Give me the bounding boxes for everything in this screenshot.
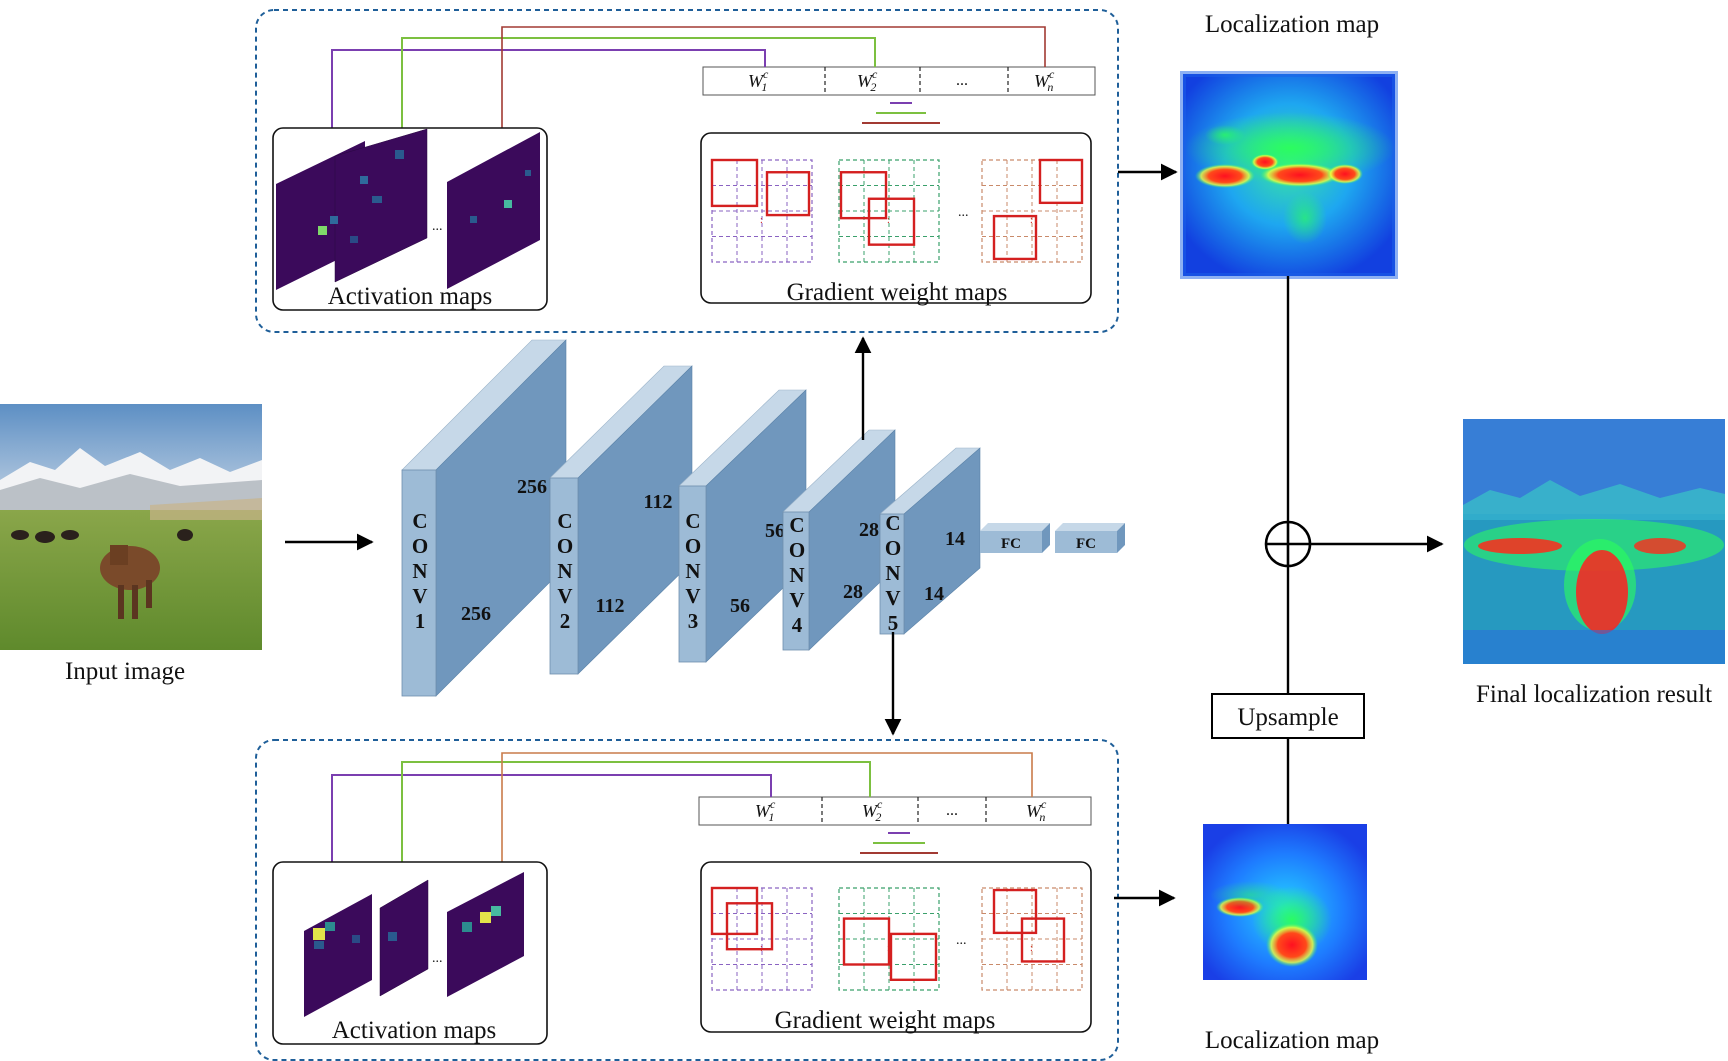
upsample-box <box>1211 693 1365 739</box>
conv3-letter: N <box>685 559 700 583</box>
gradient-maps-label-top: Gradient weight maps <box>787 279 1008 306</box>
conv3-letter: 3 <box>688 609 699 633</box>
conv2-letter: V <box>557 584 572 608</box>
grid-dots: : <box>760 215 763 226</box>
grad-grid-green-bottom: : <box>838 887 940 991</box>
conv5-dim-top: 14 <box>945 528 965 550</box>
activation-maps-top: ... <box>276 128 540 290</box>
conv3-letter: O <box>685 534 701 558</box>
conv5-letter: O <box>885 536 901 560</box>
conv1-letter: 1 <box>415 609 426 633</box>
input-image-label: Input image <box>65 658 185 685</box>
conv4-dim-bottom: 28 <box>843 581 863 603</box>
grid-ellipsis-bottom: ... <box>956 933 967 948</box>
conv-layers: CONV1256256CONV2112112CONV35656CONV42828… <box>401 339 1125 697</box>
activation-ellipsis-top: ... <box>432 219 443 234</box>
fc-label: FC <box>1001 536 1021 552</box>
orange-connector-bottom <box>496 752 1033 880</box>
activation-maps-bottom: ... <box>304 872 524 1017</box>
conv5-dim-bottom: 14 <box>924 583 944 605</box>
conv1-dim-bottom: 256 <box>461 603 491 625</box>
sum-operator <box>1264 520 1312 568</box>
grad-grid-orange-bottom: : <box>981 887 1083 991</box>
conv2-letter: C <box>557 509 572 533</box>
grid-dots: : <box>760 943 763 954</box>
weight-ellipsis-top: ... <box>956 72 968 89</box>
grad-grid-orange-top: : <box>981 158 1084 263</box>
gradient-maps-box-top <box>700 132 1092 304</box>
fc-block-2: FC <box>1055 523 1125 553</box>
conv3-dim-top: 56 <box>765 520 785 542</box>
activation-ellipsis-bottom: ... <box>432 951 443 966</box>
conv2-letter: N <box>557 559 572 583</box>
final-result-label: Final localization result <box>1476 681 1712 708</box>
green-connector-top <box>395 37 876 144</box>
gradient-maps-label-bottom: Gradient weight maps <box>775 1007 996 1034</box>
conv2-dim-bottom: 112 <box>596 595 625 617</box>
red-connector-top <box>496 26 1046 150</box>
conv2-dim-top: 112 <box>644 491 673 513</box>
upsample-label: Upsample <box>1237 704 1338 731</box>
grid-dots: : <box>887 215 890 226</box>
grad-grid-purple-top: : <box>710 158 813 263</box>
bottom-gradcam-container <box>255 739 1119 1061</box>
conv4-letter: V <box>789 588 804 612</box>
conv1-letter: O <box>412 534 428 558</box>
activation-maps-label-top: Activation maps <box>328 283 493 310</box>
conv2-letter: O <box>557 534 573 558</box>
purple-connector-top <box>325 49 766 156</box>
localization-map-top <box>1180 71 1398 279</box>
fc-label: FC <box>1076 536 1096 552</box>
conv4-letter: 4 <box>792 613 803 637</box>
gradient-grids-bottom: :::... <box>710 886 1083 991</box>
grad-grid-green-top: : <box>838 159 940 263</box>
purple-connector-bottom <box>325 774 772 906</box>
grid-ellipsis-top: ... <box>958 205 969 220</box>
conv3-letter: V <box>685 584 700 608</box>
grid-dots: : <box>887 943 890 954</box>
fc-block-1: FC <box>980 523 1050 553</box>
grid-dots: : <box>1030 215 1033 226</box>
conv5-letter: 5 <box>888 611 899 635</box>
final-localization-result <box>1463 419 1725 664</box>
conv1-letter: V <box>412 584 427 608</box>
conv3-dim-bottom: 56 <box>730 595 750 617</box>
conv4-letter: C <box>789 513 804 537</box>
conv4-letter: O <box>789 538 805 562</box>
localization-map-label-top: Localization map <box>1205 11 1379 38</box>
conv3-letter: C <box>685 509 700 533</box>
conv1-letter: N <box>412 559 427 583</box>
green-connector-bottom <box>395 761 871 880</box>
conv4-letter: N <box>789 563 804 587</box>
conv1-dim-top: 256 <box>517 476 547 498</box>
conv5-letter: V <box>885 586 900 610</box>
conv5-letter: C <box>885 511 900 535</box>
grad-grid-purple-bottom: : <box>710 886 813 991</box>
localization-map-label-bottom: Localization map <box>1205 1027 1379 1054</box>
localization-map-bottom <box>1203 824 1367 980</box>
conv2-letter: 2 <box>560 609 571 633</box>
weight-ellipsis-bottom: ... <box>946 802 958 819</box>
conv1-letter: C <box>412 509 427 533</box>
activation-maps-label-bottom: Activation maps <box>332 1017 497 1044</box>
gradient-grids-top: :::... <box>710 158 1084 263</box>
conv5-letter: N <box>885 561 900 585</box>
input-image <box>0 404 262 650</box>
grid-dots: : <box>1030 943 1033 954</box>
conv4-dim-top: 28 <box>859 519 879 541</box>
